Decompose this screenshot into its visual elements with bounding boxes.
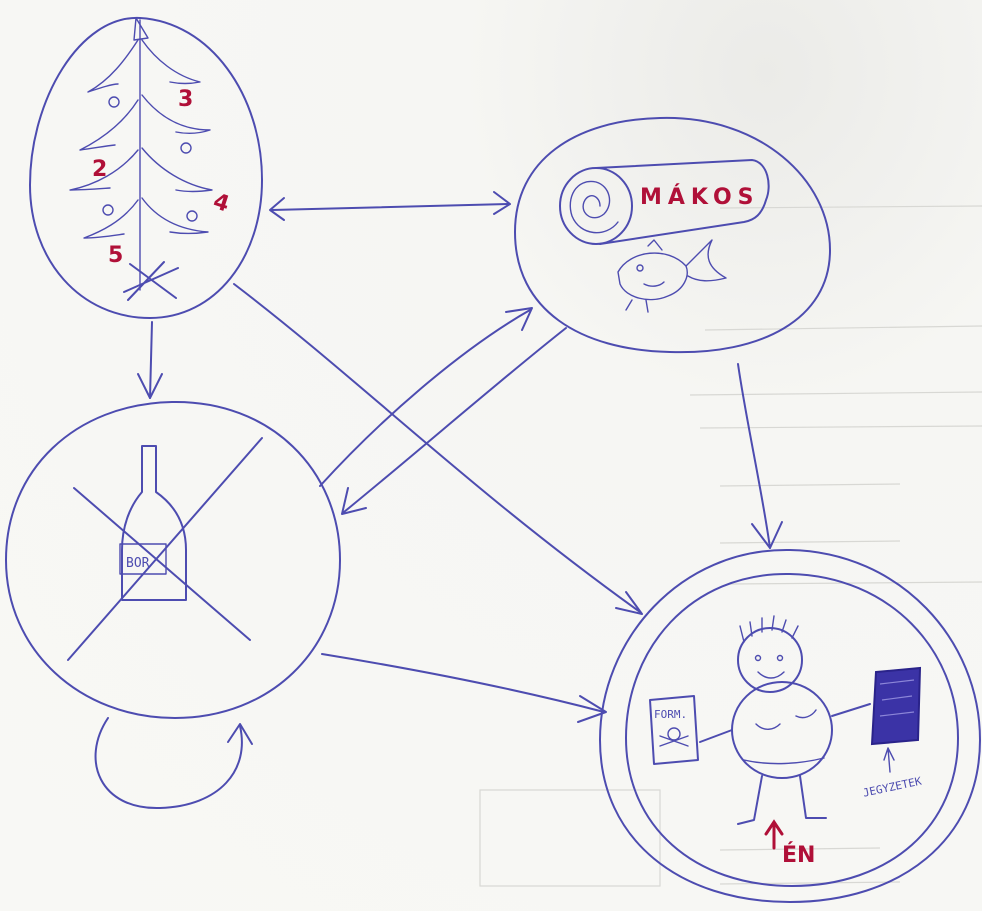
edge-bottle-roll — [319, 309, 531, 487]
bottle-label: BOR — [126, 556, 150, 571]
form-label: FORM. — [654, 708, 687, 721]
edge-roll-person — [737, 363, 771, 549]
node-outer-outline — [599, 548, 981, 903]
edge-tree-bottle — [149, 321, 153, 399]
edge-bottle-person — [321, 653, 605, 713]
edge-roll-bottle — [343, 327, 567, 513]
self-loop-arrow — [94, 717, 243, 810]
christmas-tree-icon: 3 2 4 5 — [69, 17, 232, 301]
fish-icon — [617, 239, 727, 313]
node-outline — [5, 400, 341, 719]
notes-book-icon: JEGYZETEK — [862, 666, 923, 800]
form-document-icon: FORM. — [649, 695, 699, 765]
roll-label: MÁKOS — [640, 184, 760, 210]
edge-tree-person — [233, 283, 641, 613]
node-inner-outline — [625, 572, 959, 887]
notes-label: JEGYZETEK — [862, 774, 923, 799]
edge-tree-roll — [271, 203, 509, 211]
ornament-number: 5 — [108, 243, 123, 268]
node-outline — [514, 116, 831, 354]
edges — [137, 191, 783, 723]
node-cake-roll: MÁKOS — [514, 116, 831, 354]
node-person: FORM. JEGYZETEK ÉN — [599, 548, 981, 903]
ornament-number: 2 — [92, 157, 107, 182]
node-outline — [29, 16, 263, 319]
person-caption: ÉN — [782, 842, 815, 868]
cake-roll-icon: MÁKOS — [559, 159, 770, 245]
ornament-number: 3 — [178, 87, 193, 112]
self-caption: ÉN — [764, 819, 815, 868]
crossed-bottle-icon: BOR — [67, 437, 263, 661]
show-through-marks — [479, 205, 982, 887]
ornament-number: 4 — [210, 189, 232, 218]
node-bottle: BOR — [5, 400, 341, 810]
person-icon — [699, 615, 871, 825]
node-christmas-tree: 3 2 4 5 — [29, 16, 263, 319]
